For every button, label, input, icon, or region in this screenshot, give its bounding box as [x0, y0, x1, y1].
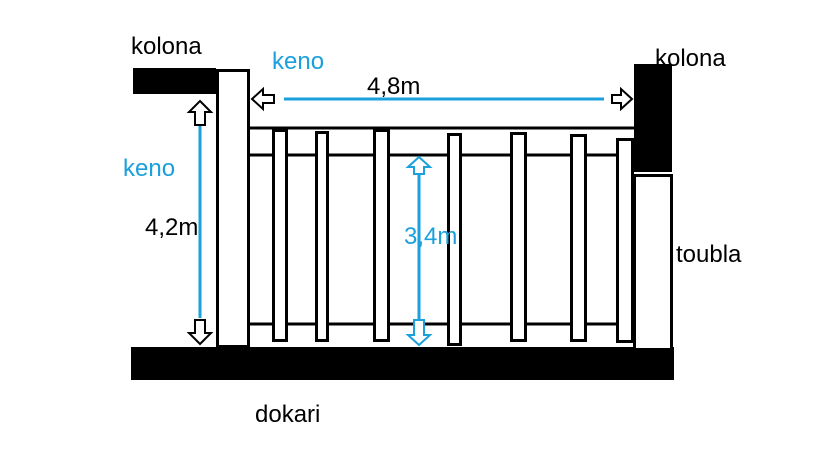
baluster [510, 132, 527, 342]
arrow-up-icon [405, 155, 433, 175]
baluster [570, 134, 587, 342]
baluster [616, 138, 634, 343]
post-left [216, 69, 250, 348]
label-height-inner: 3,4m [404, 223, 457, 250]
column-right-block [634, 64, 672, 172]
label-dokari: dokari [255, 401, 320, 428]
label-kolona-left: kolona [131, 33, 202, 60]
arrow-right-icon [611, 86, 634, 112]
arrow-down-icon [405, 319, 433, 347]
label-keno-top: keno [272, 48, 324, 75]
baluster [272, 129, 288, 342]
arrow-left-icon [250, 86, 275, 112]
baluster [373, 129, 390, 342]
column-left-beam [133, 68, 216, 94]
wall-toubla [633, 174, 673, 351]
label-height-left: 4,2m [145, 214, 198, 241]
arrow-down-icon [186, 319, 214, 346]
baluster [315, 131, 329, 342]
label-width: 4,8m [367, 73, 420, 100]
label-toubla: toubla [676, 241, 742, 268]
arrow-up-icon [186, 99, 214, 126]
label-kolona-right: kolona [655, 45, 726, 72]
label-keno-left: keno [123, 155, 175, 182]
beam-bottom [131, 347, 674, 380]
baluster [447, 133, 462, 346]
